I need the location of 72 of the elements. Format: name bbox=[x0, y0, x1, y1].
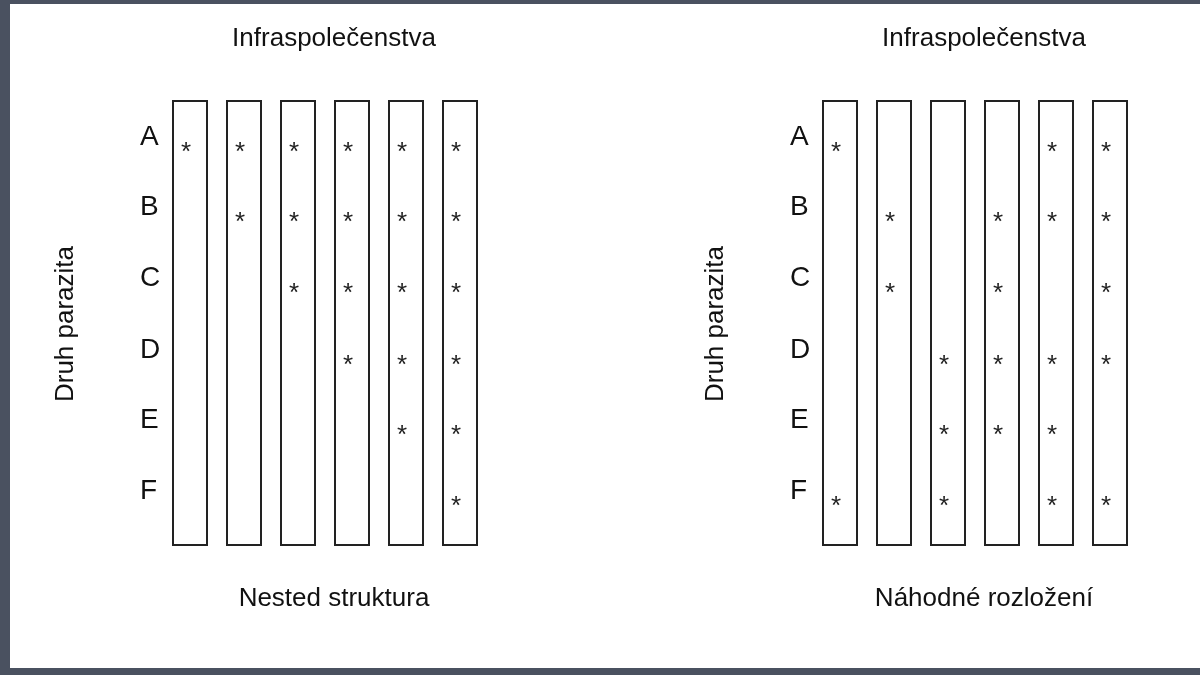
asterisk-mark: * bbox=[831, 495, 842, 515]
asterisk-mark: * bbox=[289, 282, 300, 302]
column-bar bbox=[172, 100, 208, 546]
asterisk-mark: * bbox=[1101, 211, 1112, 231]
asterisk-mark: * bbox=[451, 495, 462, 515]
asterisk-mark: * bbox=[451, 424, 462, 444]
asterisk-mark: * bbox=[885, 211, 896, 231]
row-label: B bbox=[790, 190, 809, 222]
asterisk-mark: * bbox=[993, 354, 1004, 374]
asterisk-mark: * bbox=[1047, 141, 1058, 161]
asterisk-mark: * bbox=[181, 141, 192, 161]
axis-title: Infraspolečenstva bbox=[232, 22, 436, 53]
asterisk-mark: * bbox=[1047, 354, 1058, 374]
column-bar bbox=[930, 100, 966, 546]
asterisk-mark: * bbox=[343, 282, 354, 302]
column-bar bbox=[226, 100, 262, 546]
asterisk-mark: * bbox=[939, 424, 950, 444]
row-label: C bbox=[790, 261, 811, 293]
column-bar bbox=[442, 100, 478, 546]
asterisk-mark: * bbox=[397, 282, 408, 302]
asterisk-mark: * bbox=[343, 141, 354, 161]
row-label: F bbox=[140, 474, 158, 506]
column-bar bbox=[280, 100, 316, 546]
column-bar bbox=[388, 100, 424, 546]
column-bar bbox=[984, 100, 1020, 546]
asterisk-mark: * bbox=[1047, 424, 1058, 444]
asterisk-mark: * bbox=[451, 141, 462, 161]
asterisk-mark: * bbox=[343, 211, 354, 231]
asterisk-mark: * bbox=[993, 282, 1004, 302]
asterisk-mark: * bbox=[289, 211, 300, 231]
asterisk-mark: * bbox=[993, 211, 1004, 231]
asterisk-mark: * bbox=[885, 282, 896, 302]
row-label: B bbox=[140, 190, 159, 222]
panel-caption: Náhodné rozložení bbox=[874, 582, 1094, 613]
panel-caption: Nested struktura bbox=[238, 582, 430, 613]
asterisk-mark: * bbox=[397, 141, 408, 161]
column-bar bbox=[334, 100, 370, 546]
asterisk-mark: * bbox=[1101, 354, 1112, 374]
asterisk-mark: * bbox=[1047, 211, 1058, 231]
row-label: E bbox=[790, 403, 809, 435]
axis-title: Druh parazita bbox=[48, 245, 80, 403]
asterisk-mark: * bbox=[397, 424, 408, 444]
row-label: C bbox=[140, 261, 161, 293]
row-label: E bbox=[140, 403, 159, 435]
row-label: A bbox=[140, 120, 159, 152]
asterisk-mark: * bbox=[235, 141, 246, 161]
asterisk-mark: * bbox=[939, 495, 950, 515]
asterisk-mark: * bbox=[1047, 495, 1058, 515]
asterisk-mark: * bbox=[397, 354, 408, 374]
asterisk-mark: * bbox=[397, 211, 408, 231]
asterisk-mark: * bbox=[993, 424, 1004, 444]
asterisk-mark: * bbox=[831, 141, 842, 161]
asterisk-mark: * bbox=[343, 354, 354, 374]
column-bar bbox=[822, 100, 858, 546]
asterisk-mark: * bbox=[451, 282, 462, 302]
row-label: F bbox=[790, 474, 808, 506]
asterisk-mark: * bbox=[451, 354, 462, 374]
asterisk-mark: * bbox=[1101, 282, 1112, 302]
column-bar bbox=[1038, 100, 1074, 546]
row-label: D bbox=[790, 333, 811, 365]
axis-title: Infraspolečenstva bbox=[882, 22, 1086, 53]
column-bar bbox=[876, 100, 912, 546]
axis-title: Druh parazita bbox=[698, 245, 730, 403]
asterisk-mark: * bbox=[939, 354, 950, 374]
asterisk-mark: * bbox=[1101, 141, 1112, 161]
asterisk-mark: * bbox=[289, 141, 300, 161]
column-bar bbox=[1092, 100, 1128, 546]
asterisk-mark: * bbox=[1101, 495, 1112, 515]
row-label: A bbox=[790, 120, 809, 152]
asterisk-mark: * bbox=[451, 211, 462, 231]
row-label: D bbox=[140, 333, 161, 365]
asterisk-mark: * bbox=[235, 211, 246, 231]
